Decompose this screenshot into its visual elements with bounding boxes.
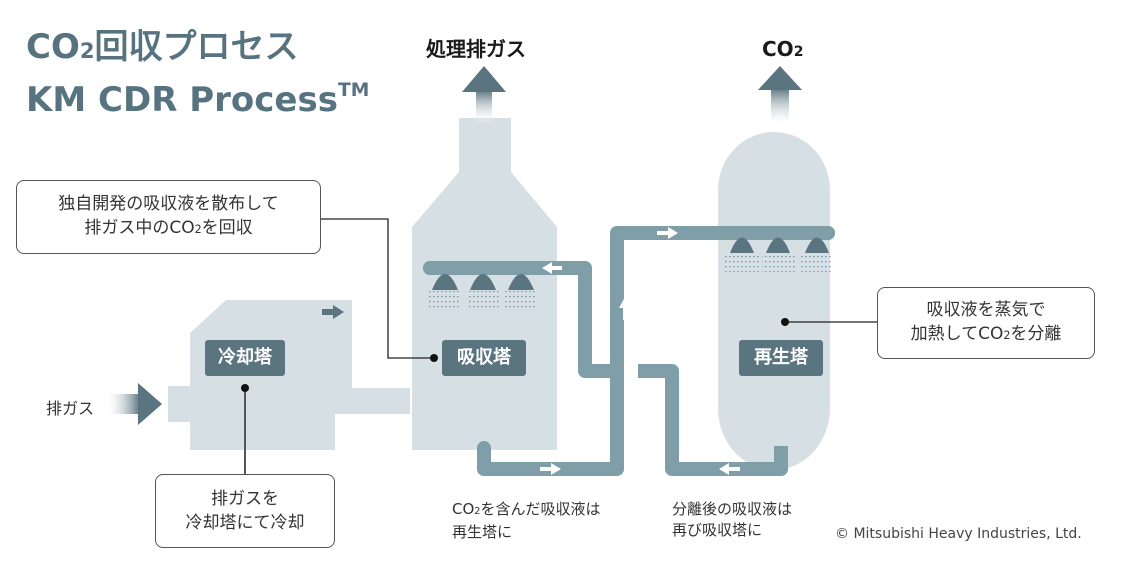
regenerator-callout: 吸収液を蒸気で 加熱してCO2を分離 <box>877 287 1095 359</box>
co2-output-arrow <box>758 66 802 124</box>
flue-gas-arrow <box>108 383 162 425</box>
leader-dot <box>241 384 249 392</box>
pipe-flow-arrows <box>540 227 740 475</box>
spray-icon <box>762 254 796 272</box>
rich-pipe <box>477 226 835 476</box>
treated-gas-arrow <box>462 66 506 122</box>
diagram-title-jp: CO2回収プロセス <box>26 28 299 70</box>
leader-dot <box>430 354 438 362</box>
nozzle-icon <box>470 274 496 290</box>
callout-subscript: 2 <box>1003 329 1011 342</box>
spray-icon <box>505 291 537 309</box>
arrow-right-bottom <box>540 463 561 475</box>
lean-pipe-absorber-header <box>423 261 619 378</box>
absorber-callout: 独自開発の吸収液を散布して 排ガス中のCO2を回収 <box>16 180 321 254</box>
co2-text: CO <box>762 37 794 61</box>
absorber-nozzles <box>429 274 537 309</box>
spray-icon <box>725 254 759 272</box>
spray-icon <box>799 254 833 272</box>
trademark-mark: TM <box>337 80 370 101</box>
treated-gas-label: 処理排ガス <box>426 37 526 61</box>
nozzle-icon <box>766 237 790 253</box>
copyright-notice: © Mitsubishi Heavy Industries, Ltd. <box>835 526 1082 542</box>
solvent-pipes <box>423 226 835 476</box>
caption-line: 再び吸収塔に <box>672 521 763 539</box>
absorber-tower-label: 吸収塔 <box>442 340 526 376</box>
cooling-tower-inlet <box>168 386 192 422</box>
lean-pipe-return <box>638 364 788 476</box>
caption-line: CO2を含んだ吸収液は <box>452 499 601 522</box>
leader-lines <box>244 218 877 474</box>
nozzle-icon <box>730 237 754 253</box>
duct-flow-arrow <box>322 305 344 319</box>
callout-line: 排ガスを <box>211 489 279 509</box>
caption-text: を含んだ吸収液は <box>480 500 601 518</box>
arrow-up-riser <box>619 297 631 320</box>
spray-icon <box>467 291 499 309</box>
arrow-left-bottom <box>719 463 740 475</box>
title-suffix: 回収プロセス <box>94 27 299 67</box>
title-co: CO <box>26 27 80 67</box>
co2-subscript: 2 <box>793 44 804 60</box>
flue-gas-label: 排ガス <box>46 399 95 418</box>
duct-to-absorber <box>300 300 410 414</box>
callout-text: を回収 <box>201 218 253 238</box>
callout-line: 吸収液を蒸気で <box>926 300 1046 320</box>
leader-absorber <box>320 218 433 359</box>
callout-line: 排ガス中のCO2を回収 <box>17 216 320 242</box>
cooling-tower <box>168 300 410 450</box>
callout-text: 排ガス中のCO <box>84 218 195 238</box>
nozzle-icon <box>432 274 458 290</box>
lean-solvent-caption: 分離後の吸収液は 再び吸収塔に <box>672 499 792 541</box>
spray-icon <box>429 291 461 309</box>
cooling-tower-label: 冷却塔 <box>205 340 285 376</box>
callout-line: 冷却塔にて冷却 <box>185 513 305 533</box>
regenerator-nozzles <box>725 237 833 272</box>
callout-line: 独自開発の吸収液を散布して <box>58 194 279 214</box>
arrow-right-regen <box>657 227 678 239</box>
caption-subscript: 2 <box>474 506 481 517</box>
nozzle-icon <box>508 274 534 290</box>
caption-text: CO <box>452 500 475 518</box>
callout-text: 加熱してCO <box>910 324 1004 344</box>
regenerator-body <box>718 132 830 470</box>
callout-subscript: 2 <box>194 223 202 236</box>
cooling-callout: 排ガスを 冷却塔にて冷却 <box>155 474 335 548</box>
title-en-main: KM CDR Process <box>26 79 338 120</box>
callout-line: 加熱してCO2を分離 <box>878 322 1094 348</box>
nozzle-icon <box>805 237 829 253</box>
regenerator-tower-label: 再生塔 <box>739 340 823 376</box>
caption-line: 分離後の吸収液は <box>672 500 793 518</box>
callout-text: を分離 <box>1010 324 1062 344</box>
title-subscript: 2 <box>79 38 95 63</box>
caption-line: 再生塔に <box>452 523 513 541</box>
arrow-left-absorber <box>542 262 562 274</box>
leader-dot <box>781 318 789 326</box>
diagram-title-en: KM CDR ProcessTM <box>26 72 369 119</box>
co2-output-label: CO2 <box>762 37 803 61</box>
regenerator-tower <box>718 132 830 470</box>
rich-solvent-caption: CO2を含んだ吸収液は 再生塔に <box>452 499 601 543</box>
